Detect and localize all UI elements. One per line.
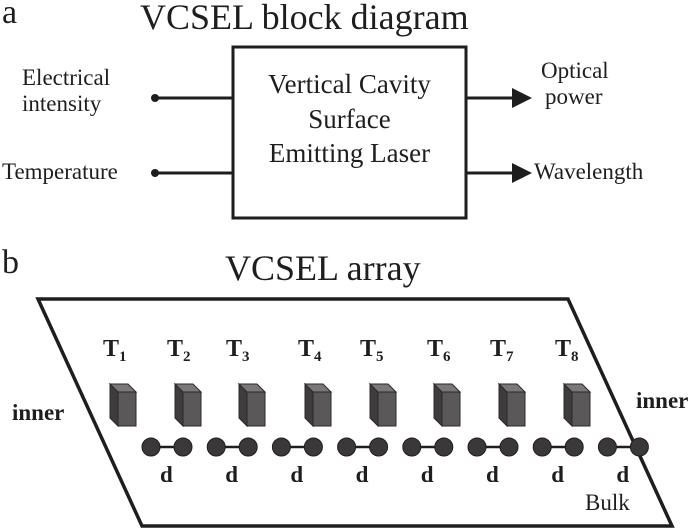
vcsel-cube-icon (237, 382, 267, 428)
spacing-d-label: d (355, 462, 369, 487)
spacing-dot-icon (206, 437, 226, 457)
spacing-dot-icon (532, 437, 552, 457)
output-power-label: Optical power (541, 58, 609, 111)
element-label-t2: T2 (167, 336, 191, 366)
spacing-dot-icon (564, 437, 584, 457)
element-label-letter: T (103, 336, 120, 362)
spacing-d-label: d (486, 462, 499, 487)
bulk-label: Bulk (585, 490, 630, 515)
vcsel-block-box (231, 45, 468, 220)
vcsel-block-label: Vertical Cavity Surface Emitting Laser (233, 67, 466, 171)
vcsel-cube-icon (562, 382, 592, 428)
vcsel-cube-icon (303, 382, 333, 428)
element-label-letter: T (427, 336, 444, 362)
spacing-dot-pair (141, 437, 193, 457)
output-power-label-line2: power (545, 84, 603, 110)
input-electrical-label-line1: Electrical (22, 65, 111, 90)
vcsel-block-line1: Vertical Cavity (268, 69, 431, 99)
vcsel-cube-icon (497, 382, 527, 428)
element-label-index: 5 (376, 349, 384, 365)
spacing-dot-pair (532, 437, 584, 457)
input-temperature-label: Temperature (2, 159, 118, 184)
vcsel-block-line3: Emitting Laser (268, 138, 431, 169)
spacing-dot-pair (271, 437, 323, 457)
element-label-t1: T1 (103, 336, 127, 366)
element-label-index: 1 (119, 349, 127, 365)
output-power-arrow-icon (512, 88, 532, 108)
element-label-index: 2 (183, 349, 191, 365)
element-label-letter: T (490, 336, 507, 362)
inner-left-label: inner (12, 400, 65, 425)
spacing-dot-icon (434, 437, 454, 457)
element-label-t6: T6 (427, 336, 451, 366)
spacing-dot-pair (597, 437, 649, 457)
spacing-d-label: d (290, 462, 304, 487)
vcsel-cube-icon (173, 382, 203, 428)
output-wavelength-arrow-icon (512, 163, 532, 183)
spacing-dot-icon (173, 437, 193, 457)
spacing-dot-icon (467, 437, 487, 457)
spacing-dot-icon (141, 437, 161, 457)
spacing-dot-pair (337, 437, 389, 457)
vcsel-block-line2: Surface (308, 103, 391, 134)
element-label-index: 6 (443, 349, 451, 365)
cube-front-face (117, 391, 137, 427)
vcsel-cube-icon (108, 382, 138, 428)
element-label-index: 7 (506, 349, 514, 365)
cube-front-face (506, 391, 526, 427)
spacing-dot-icon (597, 437, 617, 457)
element-label-letter: T (167, 336, 184, 362)
cube-front-face (246, 391, 266, 427)
output-wavelength-label: Wavelength (534, 159, 644, 184)
element-label-letter: T (298, 336, 315, 362)
element-label-index: 3 (242, 349, 250, 365)
panel-a-title: VCSEL block diagram (140, 0, 469, 37)
spacing-dot-icon (271, 437, 291, 457)
element-label-t4: T4 (298, 336, 322, 366)
cube-front-face (377, 391, 397, 427)
vcsel-cube-icon (432, 382, 462, 428)
vcsel-array (108, 382, 649, 457)
spacing-dot-icon (499, 437, 519, 457)
spacing-d-label: d (420, 462, 434, 487)
bulk-substrate-outline (35, 297, 675, 528)
spacing-d-label: d (225, 462, 238, 487)
spacing-dot-pair (467, 437, 519, 457)
spacing-dot-pair (206, 437, 258, 457)
panel-a-letter: a (2, 0, 18, 31)
inner-right-label: inner (636, 388, 689, 413)
cube-front-face (312, 391, 332, 427)
element-label-t3: T3 (226, 336, 250, 366)
element-label-t7: T7 (490, 336, 514, 366)
spacing-d-label: d (160, 462, 173, 487)
spacing-dot-icon (303, 437, 323, 457)
input-electrical-label-line2: intensity (22, 91, 102, 117)
cube-front-face (441, 391, 461, 427)
spacing-d-label: d (616, 462, 630, 487)
element-label-index: 4 (314, 349, 322, 365)
spacing-dot-icon (369, 437, 389, 457)
spacing-dot-icon (337, 437, 357, 457)
element-label-letter: T (360, 336, 377, 362)
element-label-t5: T5 (360, 336, 384, 366)
vcsel-cube-icon (368, 382, 398, 428)
spacing-dot-icon (402, 437, 422, 457)
element-label-letter: T (226, 336, 243, 362)
spacing-dot-icon (629, 437, 649, 457)
cube-front-face (571, 391, 591, 427)
spacing-dot-icon (238, 437, 258, 457)
element-label-index: 8 (571, 349, 579, 365)
element-label-t8: T8 (555, 336, 579, 366)
element-label-letter: T (555, 336, 572, 362)
output-power-label-line1: Optical (541, 58, 609, 83)
spacing-d-label: d (551, 462, 564, 487)
cube-front-face (182, 391, 202, 427)
input-electrical-label: Electrical intensity (22, 65, 110, 118)
spacing-dot-pair (402, 437, 454, 457)
panel-b-letter: b (2, 244, 19, 281)
panel-b-title: VCSEL array (225, 248, 421, 288)
